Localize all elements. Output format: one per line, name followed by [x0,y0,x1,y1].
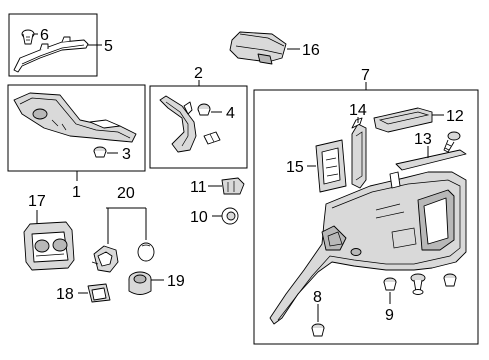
speaker-part-15 [315,139,347,193]
screw-part-13 [443,131,461,153]
callout-5: 5 [104,38,113,55]
callout-17: 17 [28,193,46,210]
strip-part-13 [395,149,467,171]
bulb-part-20 [137,242,155,262]
callout-16: 16 [302,42,320,59]
quarter-panel-part-1 [13,92,137,143]
callout-14: 14 [349,102,367,119]
grommet-part-10 [221,207,239,225]
callout-13: 13 [414,131,432,148]
callout-18: 18 [56,286,74,303]
callout-4: 4 [226,105,235,122]
socket-part-20 [91,245,119,273]
fastener-b [443,273,457,287]
callout-19: 19 [167,273,185,290]
leader-20 [106,207,147,244]
callout-3: 3 [122,146,131,163]
pillar-trim-part-2 [159,95,197,153]
connector-part-11 [221,177,245,195]
switch-part-18 [87,283,111,303]
bracket-part-2 [203,131,221,145]
panel-part-12 [373,107,433,133]
clip-part-4 [197,103,211,116]
callout-11: 11 [190,179,207,196]
module-part-16 [229,31,287,65]
callout-8: 8 [313,289,322,306]
quarter-trim-panel-part-7 [269,171,467,325]
clip-part-8 [311,323,325,337]
clip-part-6 [21,29,35,45]
callout-15: 15 [286,159,304,176]
callout-2: 2 [194,65,203,82]
callout-9: 9 [385,307,394,324]
clip-part-9 [383,277,397,291]
socket-part-19 [128,271,152,295]
callout-7: 7 [361,67,370,84]
callout-1: 1 [72,184,81,201]
trim-part-14 [351,117,367,189]
lamp-part-17 [23,221,75,271]
callout-10: 10 [190,209,208,226]
callout-12: 12 [446,108,464,125]
trim-strip-part-5 [13,36,89,73]
callout-6: 6 [40,27,49,44]
fastener-a [410,273,426,295]
clip-part-3 [93,146,107,158]
callout-20: 20 [117,185,135,202]
